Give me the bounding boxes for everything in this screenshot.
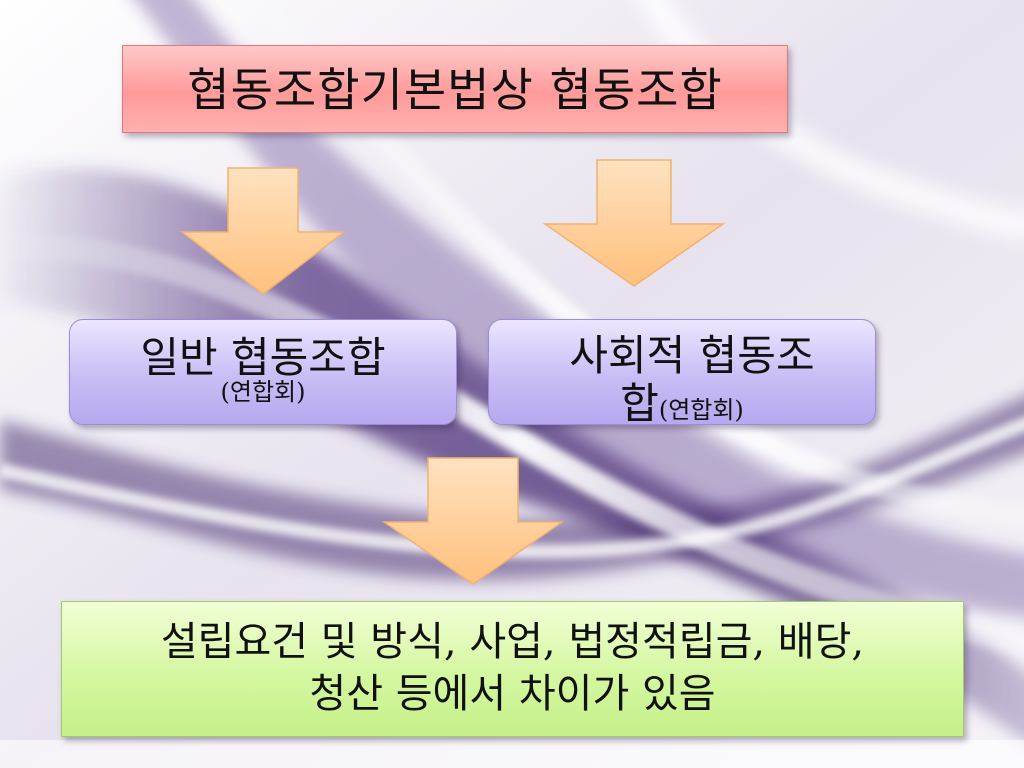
social-cooperative-box: 사회적 협동조 합(연합회) — [488, 319, 876, 428]
general-cooperative-note: (연합회) — [220, 378, 306, 406]
social-cooperative-label-line2: 합 — [620, 379, 659, 428]
conclusion-line2: 청산 등에서 차이가 있음 — [309, 671, 716, 717]
arrow-down-right-icon — [543, 159, 725, 287]
general-cooperative-label: 일반 협동조합 — [140, 333, 386, 382]
arrow-down-center-icon — [382, 457, 564, 585]
general-cooperative-box: 일반 협동조합 (연합회) — [69, 319, 457, 425]
conclusion-box: 설립요건 및 방식, 사업, 법정적립금, 배당, 청산 등에서 차이가 있음 — [61, 601, 964, 737]
title-text: 협동조합기본법상 협동조합 — [187, 63, 723, 117]
social-cooperative-note: (연합회) — [658, 396, 744, 424]
title-box: 협동조합기본법상 협동조합 — [122, 45, 788, 133]
conclusion-line1: 설립요건 및 방식, 사업, 법정적립금, 배당, — [160, 619, 865, 665]
arrow-down-left-icon — [180, 167, 346, 295]
social-cooperative-label-line1: 사회적 협동조 — [569, 331, 815, 380]
